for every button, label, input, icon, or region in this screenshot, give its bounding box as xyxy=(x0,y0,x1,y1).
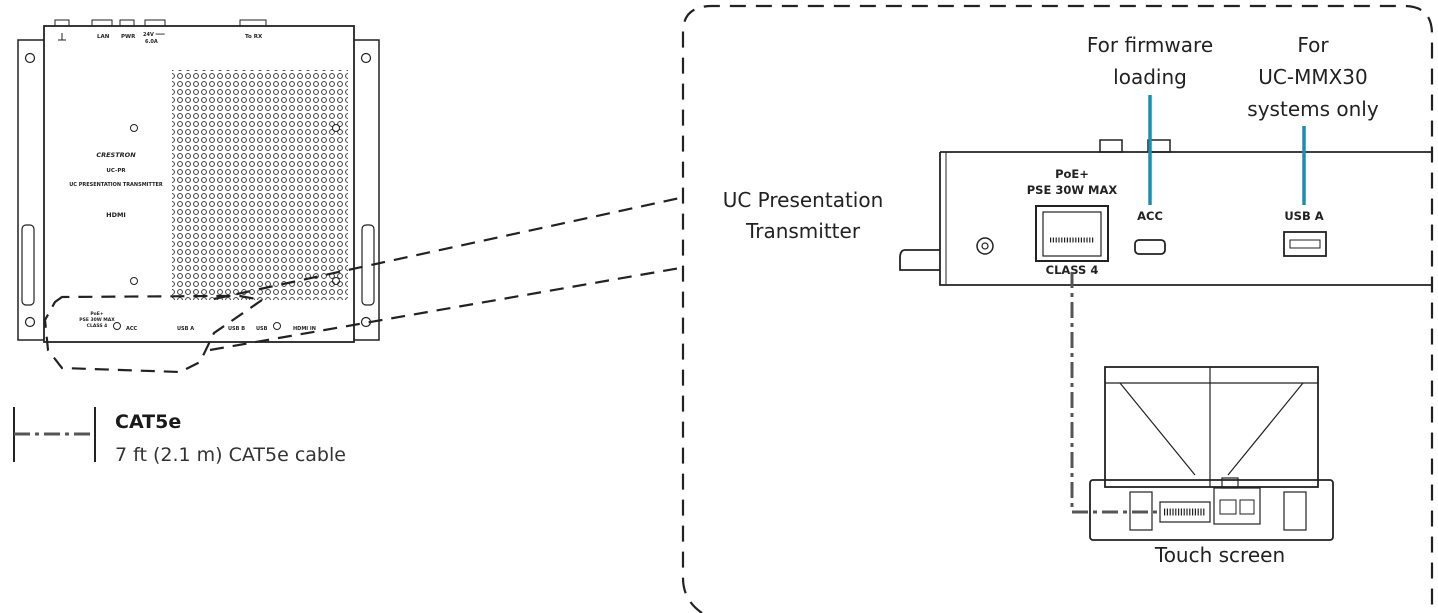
leader-line-top xyxy=(213,196,681,301)
poe-label-1: PoE+ xyxy=(1055,167,1089,181)
label-poe-1: PoE+ xyxy=(90,311,103,317)
poe-label-2: PSE 30W MAX xyxy=(1027,183,1118,197)
brand-logo: CRESTRON xyxy=(96,151,136,159)
cable-legend: CAT5e 7 ft (2.1 m) CAT5e cable xyxy=(13,407,346,466)
label-usb: USB xyxy=(256,326,268,332)
leader-line-bottom xyxy=(209,266,681,352)
vent-grid xyxy=(172,70,348,300)
touch-screen-device xyxy=(1089,366,1334,541)
label-pwr: PWR xyxy=(121,34,136,40)
label-poe-2: PSE 30W MAX xyxy=(79,317,115,323)
right-mounting-flange xyxy=(352,39,380,341)
transmitter-label-line1: UC Presentation xyxy=(723,188,884,212)
label-acc: ACC xyxy=(126,326,138,332)
acc-label: ACC xyxy=(1137,209,1163,223)
class-label: CLASS 4 xyxy=(1046,263,1099,277)
model-label: UC-PR xyxy=(106,168,126,174)
legend-title: CAT5e xyxy=(115,411,181,433)
screw-icon xyxy=(130,124,340,285)
ground-screw-icon xyxy=(976,237,994,255)
label-usb-b: USB B xyxy=(228,326,245,332)
firmware-note-line2: loading xyxy=(1113,65,1187,89)
usb-a-label: USB A xyxy=(1284,209,1323,223)
acc-port-icon xyxy=(1134,239,1166,255)
label-hdmi-in: HDMI IN xyxy=(293,326,316,332)
label-power-rating-1: 24V ═══ xyxy=(143,32,166,38)
touch-screen-label: Touch screen xyxy=(1154,543,1285,567)
label-lan: LAN xyxy=(97,34,110,40)
transmitter-side-view: PoE+ PSE 30W MAX CLASS 4 ACC USB A xyxy=(899,139,1432,286)
usb-a-port-icon xyxy=(1283,231,1327,257)
label-to-rx: To RX xyxy=(245,34,263,40)
label-power-rating-2: 6.0A xyxy=(145,39,158,45)
hdmi-logo: HDMI xyxy=(106,211,126,219)
mmx-note-line3: systems only xyxy=(1247,97,1379,121)
transmitter-top-view: LAN PWR 24V ═══ 6.0A To RX CRESTRON UC-P… xyxy=(17,19,380,343)
mmx-note-line2: UC-MMX30 xyxy=(1258,65,1367,89)
product-name-label: UC PRESENTATION TRANSMITTER xyxy=(69,182,163,188)
label-poe-3: CLASS 4 xyxy=(87,323,108,329)
firmware-note-line1: For firmware xyxy=(1087,33,1213,57)
rj45-port-icon xyxy=(1035,205,1109,262)
label-usb-a: USB A xyxy=(177,326,194,332)
legend-description: 7 ft (2.1 m) CAT5e cable xyxy=(115,444,346,466)
cat5e-cable xyxy=(1070,272,1162,514)
mmx-note-line1: For xyxy=(1297,33,1329,57)
callout-boundary xyxy=(681,4,1434,613)
transmitter-label-line2: Transmitter xyxy=(745,219,861,243)
port-highlight-outline xyxy=(43,294,265,374)
